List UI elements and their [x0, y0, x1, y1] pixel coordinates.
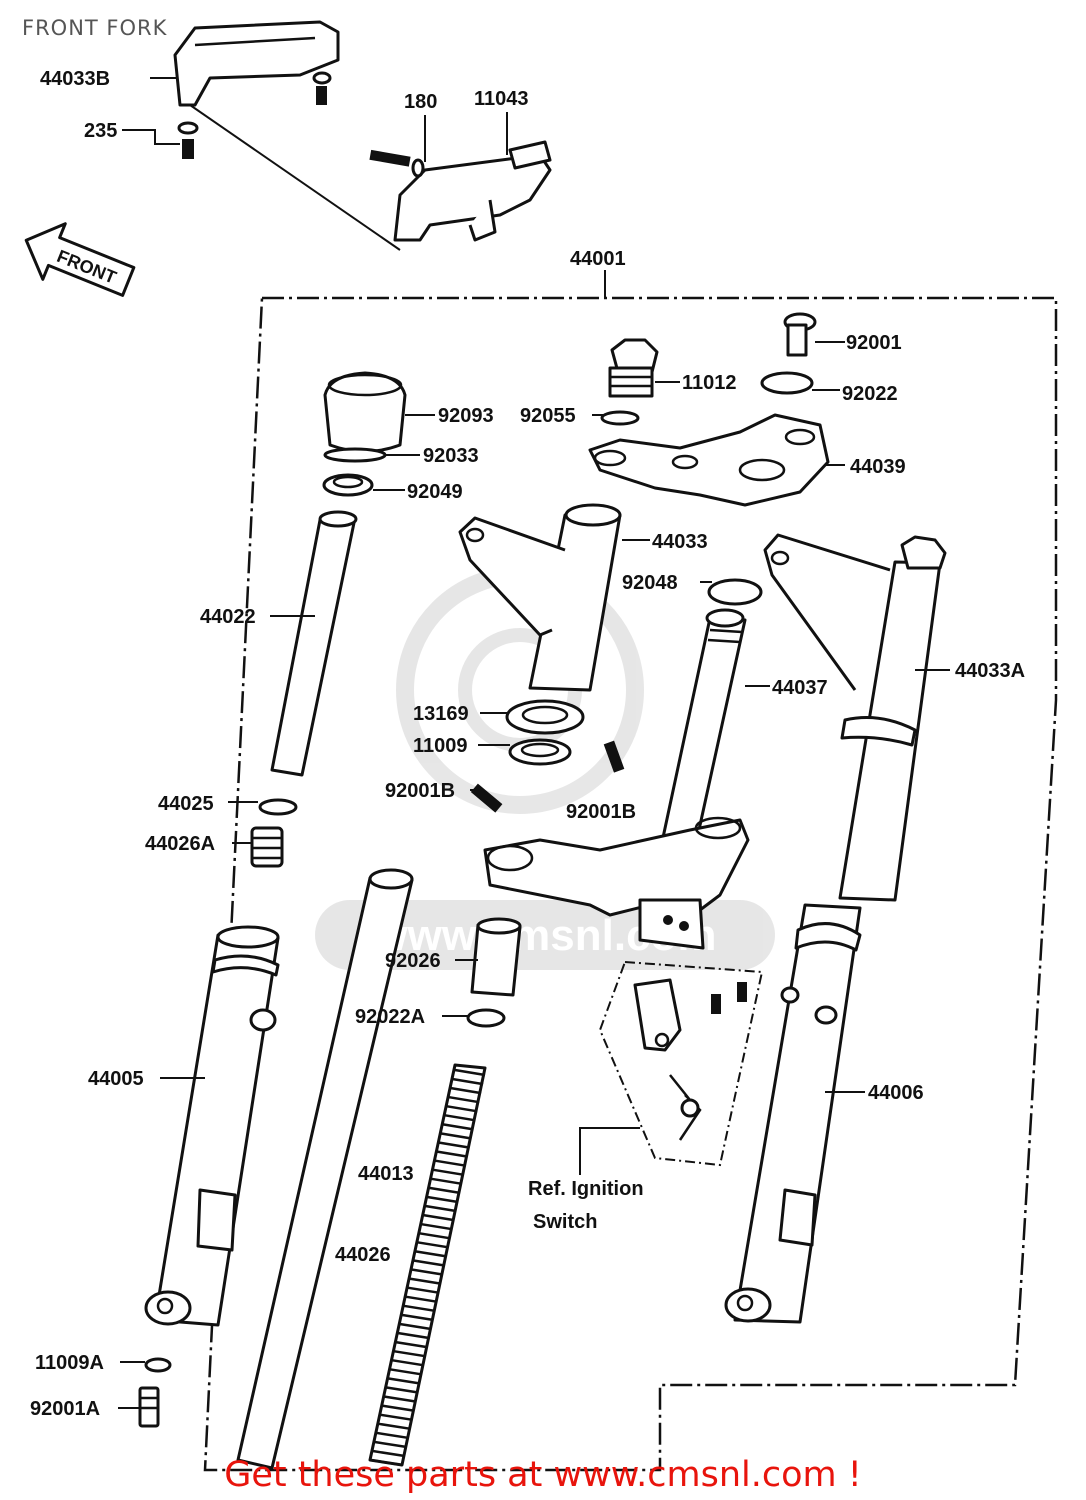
part-92048-seal [707, 578, 763, 606]
part-44022-inner-tube [270, 510, 358, 777]
leader-lines [118, 77, 950, 1409]
label-44037: 44037 [772, 677, 828, 699]
part-44025-washer [258, 798, 298, 816]
part-11009A-gasket [144, 1357, 172, 1373]
part-44026A-spring [250, 826, 284, 868]
part-92093-cover [323, 371, 407, 453]
ignition-subassembly-outline [598, 960, 764, 1167]
label-92001B-right: 92001B [566, 801, 636, 823]
ignition-note-line2: Switch [533, 1211, 597, 1233]
label-92026: 92026 [385, 950, 441, 972]
ignition-switch-parts [633, 978, 747, 1141]
label-92055: 92055 [520, 405, 576, 427]
label-92001A: 92001A [30, 1398, 100, 1420]
part-92001A-bolt [138, 1386, 160, 1428]
page-title: FRONT FORK [22, 16, 168, 40]
part-44006-right-outer-tube [724, 903, 862, 1324]
label-92093: 92093 [438, 405, 494, 427]
front-direction-arrow: FRONT [24, 222, 136, 297]
part-11043-bracket [369, 140, 552, 242]
label-92049: 92049 [407, 481, 463, 503]
label-11009: 11009 [413, 735, 468, 757]
part-92022-washer [760, 371, 814, 395]
part-92001B-bolts [470, 740, 625, 813]
label-11043: 11043 [474, 88, 529, 110]
label-44005: 44005 [88, 1068, 144, 1090]
label-44006: 44006 [868, 1082, 924, 1104]
assembly-outline-44001 [203, 296, 1058, 1472]
label-11012: 11012 [682, 372, 737, 394]
label-44022: 44022 [200, 606, 256, 628]
part-44026-spring [368, 1063, 487, 1467]
part-44005-left-outer-tube [144, 925, 280, 1327]
label-92001: 92001 [846, 332, 902, 354]
part-92049-seal [322, 473, 374, 497]
part-44033-headlight-bracket [458, 503, 622, 692]
label-44026A: 44026A [145, 833, 215, 855]
promo-link[interactable]: Get these parts at www.cmsnl.com ! [224, 1455, 862, 1495]
part-11009-oring [508, 738, 572, 766]
label-44013: 44013 [358, 1163, 414, 1185]
label-235: 235 [84, 120, 117, 142]
part-92026-collar [470, 917, 522, 997]
label-44033B: 44033B [40, 68, 110, 90]
label-180: 180 [404, 91, 437, 113]
part-92001-bolt [783, 312, 817, 357]
label-92001B-left: 92001B [385, 780, 455, 802]
label-44033: 44033 [652, 531, 708, 553]
part-11012-cap-bolt [608, 338, 659, 398]
label-44025: 44025 [158, 793, 214, 815]
label-92048: 92048 [622, 572, 678, 594]
label-92022: 92022 [842, 383, 898, 405]
label-44039: 44039 [850, 456, 906, 478]
label-44026: 44026 [335, 1244, 391, 1266]
label-44001: 44001 [570, 248, 626, 270]
part-13169-seal [505, 699, 585, 735]
label-44033A: 44033A [955, 660, 1025, 682]
part-92022A-washer [466, 1008, 506, 1028]
label-11009A: 11009A [35, 1352, 104, 1374]
part-44013-tube [236, 868, 414, 1470]
label-13169: 13169 [413, 703, 469, 725]
part-44039-upper-bracket [588, 413, 830, 507]
part-92033-ring [323, 447, 387, 463]
label-92022A: 92022A [355, 1006, 425, 1028]
part-44033A-right-inner-tube [763, 533, 947, 902]
label-92033: 92033 [423, 445, 479, 467]
part-44033B-bracket [173, 20, 340, 107]
lower-bracket [483, 816, 750, 950]
ignition-note-line1: Ref. Ignition [528, 1178, 644, 1200]
part-235-bolt [177, 71, 332, 159]
part-labels: 44033B 235 180 11043 44001 92001 11012 9… [30, 68, 1025, 1420]
part-92055-oring [600, 410, 640, 426]
